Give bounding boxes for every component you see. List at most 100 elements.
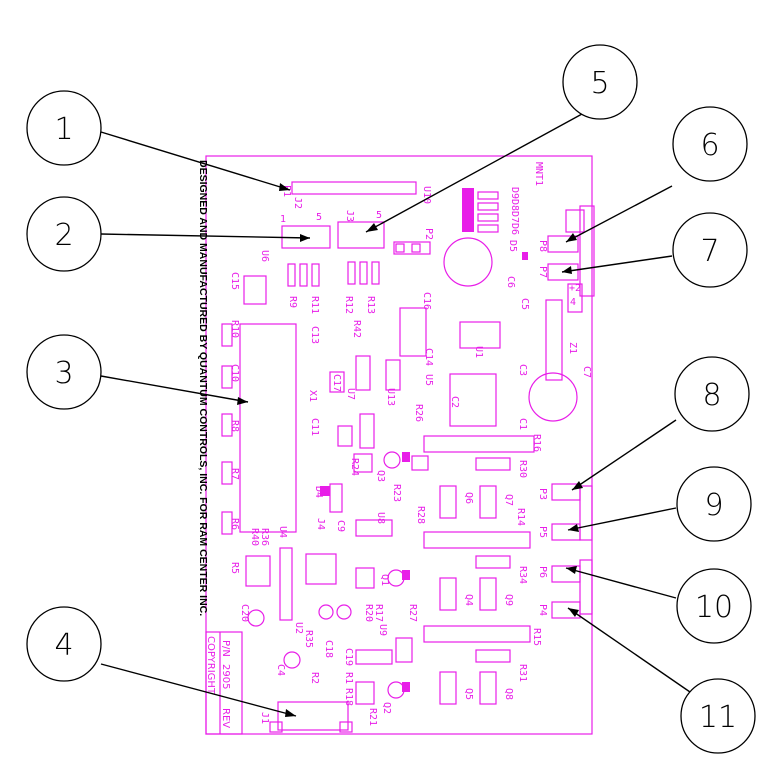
label-c19: C19: [343, 648, 354, 666]
label-q2: Q2: [381, 702, 392, 714]
label-c13: C13: [309, 326, 320, 344]
q2-resistor: [355, 681, 375, 705]
label-p2: P2: [423, 228, 434, 240]
label-r13: R13: [365, 296, 376, 314]
gnd-block: [565, 209, 585, 233]
u7-chip: [355, 355, 371, 391]
resistor-bank-top: [287, 261, 380, 287]
label-q9: Q9: [503, 594, 514, 606]
q3-transistor: [383, 451, 401, 469]
label-q3: Q3: [375, 470, 386, 482]
label-c10: C10: [229, 364, 240, 382]
label-r27: R27: [407, 604, 418, 622]
callout-6-number: 6: [700, 128, 719, 163]
capacitor-c20: [247, 609, 265, 627]
j1-connector: [277, 701, 349, 731]
power-connector: [567, 283, 583, 313]
power-4-label: 4: [570, 297, 576, 308]
label-r8: R8: [229, 420, 240, 432]
leader-6: [565, 185, 673, 243]
callout-3-number: 3: [54, 356, 73, 391]
diode-d2: [402, 682, 410, 692]
resistor-bank-mid: [245, 553, 337, 587]
label-r36: R36: [259, 528, 270, 546]
r41-part: [329, 483, 343, 513]
diode-array: [477, 191, 499, 233]
c16-cap: [399, 307, 427, 357]
callout-3: 3: [26, 334, 102, 410]
label-p5: P5: [537, 526, 548, 538]
j1-pad-left: [269, 721, 283, 733]
label-r24: R24: [349, 458, 360, 476]
leader-2: [100, 233, 311, 239]
label-p8: P8: [537, 240, 548, 252]
label-c3: C3: [517, 364, 528, 376]
label-u2: U2: [293, 622, 304, 634]
label-r26: R26: [413, 404, 424, 422]
power-plus-label: +2: [569, 283, 581, 294]
callout-8: 8: [674, 356, 750, 432]
leader-1: [100, 131, 291, 191]
label-u7: U7: [345, 388, 356, 400]
callout-1: 1: [26, 90, 102, 166]
capacitor-c4: [283, 651, 301, 669]
label-u6: U6: [259, 250, 270, 262]
label-q6: Q6: [463, 492, 474, 504]
r24-part: [395, 637, 413, 663]
driver-section-1: [439, 457, 511, 705]
label-c2: C2: [449, 396, 460, 408]
manufacturer-text: DESIGNED AND MANUFACTURED BY QUANTUM CON…: [197, 160, 209, 616]
label-r31: R31: [517, 664, 528, 682]
r16-resistor: [423, 435, 535, 453]
label-r20: R20: [363, 604, 374, 622]
label-p6: P6: [537, 566, 548, 578]
j2-pin1: 1: [280, 214, 286, 225]
left-resistor-ladder: [221, 323, 233, 535]
callout-11-number: 11: [699, 700, 737, 735]
q1-resistor: [355, 567, 375, 589]
callout-9-number: 9: [704, 488, 723, 523]
label-r34: R34: [517, 566, 528, 584]
j3-socket: [337, 221, 385, 249]
power-terminal: [579, 205, 595, 297]
label-q5: Q5: [463, 688, 474, 700]
z1-part: [545, 299, 563, 381]
label-c17: C17: [331, 374, 342, 392]
label-r17: R17: [373, 604, 384, 622]
label-r21: R21: [367, 708, 378, 726]
u2-chip: [279, 547, 293, 621]
small-diode: [522, 252, 528, 260]
label-c4: C4: [275, 664, 286, 676]
hatched-block: [462, 188, 474, 232]
label-d7: D7: [509, 211, 520, 223]
leader-7: [561, 255, 673, 273]
c2-cap: [449, 373, 497, 427]
label-p1: P1: [281, 185, 292, 197]
label-c16: C16: [421, 292, 432, 310]
label-r11: R11: [309, 296, 320, 314]
label-d6: D6: [509, 223, 520, 235]
label-r9: R9: [287, 296, 298, 308]
title-number: 2905: [220, 664, 231, 689]
label-d8: D8: [509, 199, 520, 211]
callout-4: 4: [26, 606, 102, 682]
label-r16: R16: [531, 434, 542, 452]
leader-10: [565, 567, 677, 599]
label-r42: R42: [351, 320, 362, 338]
callout-6: 6: [672, 106, 748, 182]
q2-transistor: [387, 681, 405, 699]
r15-resistor: [423, 625, 531, 643]
label-r5: R5: [229, 562, 240, 574]
label-c11: C11: [309, 418, 320, 436]
leader-11: [567, 607, 691, 693]
label-u8: U8: [375, 512, 386, 524]
u1-regulator: [459, 321, 501, 349]
label-j3: J3: [344, 210, 355, 222]
p8-header: [547, 235, 579, 253]
board-outline: [205, 155, 593, 735]
label-u1: U1: [473, 346, 484, 358]
label-q4: Q4: [463, 594, 474, 606]
diode-d1: [402, 570, 410, 580]
capacitor-c19: [336, 604, 352, 620]
